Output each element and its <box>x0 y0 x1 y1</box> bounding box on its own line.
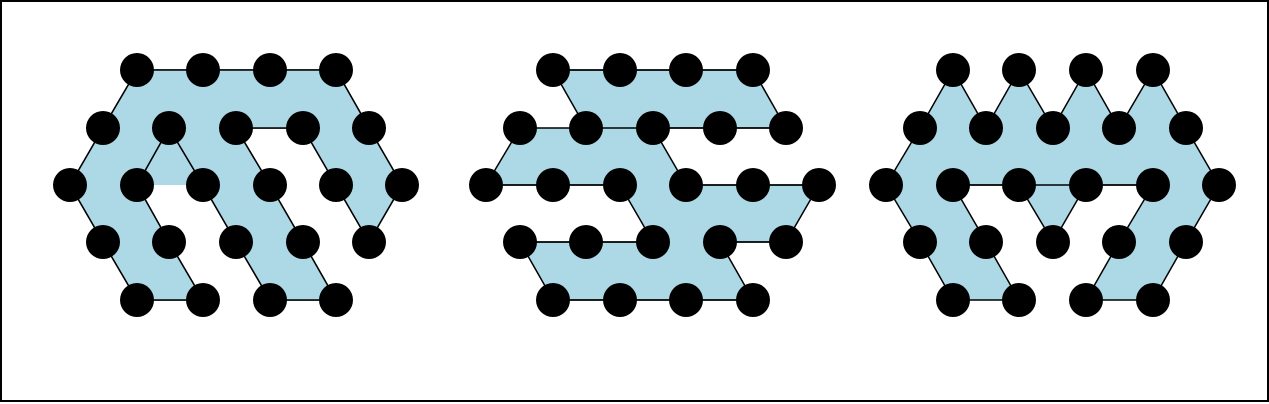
atom-node <box>1136 283 1170 317</box>
atom-node <box>736 53 770 87</box>
atom-node <box>903 225 937 259</box>
atom-node <box>385 168 419 202</box>
atom-node <box>1202 168 1236 202</box>
atom-node <box>703 225 737 259</box>
atom-node <box>1069 283 1103 317</box>
atom-node <box>120 283 154 317</box>
atom-node <box>1136 168 1170 202</box>
atom-node <box>536 53 570 87</box>
atom-node <box>286 111 320 145</box>
atom-node <box>1102 111 1136 145</box>
atom-node <box>219 225 253 259</box>
atom-node <box>936 168 970 202</box>
atom-node <box>603 283 637 317</box>
atom-node <box>1069 168 1103 202</box>
atom-node <box>736 283 770 317</box>
atom-node <box>769 111 803 145</box>
atom-node <box>1069 53 1103 87</box>
atom-node <box>936 283 970 317</box>
atom-node <box>736 168 770 202</box>
atom-node <box>152 111 186 145</box>
atom-node <box>603 53 637 87</box>
atom-node <box>669 283 703 317</box>
atom-node <box>569 225 603 259</box>
atom-node <box>969 225 1003 259</box>
atom-node <box>669 168 703 202</box>
atom-node <box>536 168 570 202</box>
atom-node <box>802 168 836 202</box>
atom-node <box>53 168 87 202</box>
atom-node <box>1036 111 1070 145</box>
atom-node <box>1169 111 1203 145</box>
atom-node <box>936 53 970 87</box>
atom-node <box>319 283 353 317</box>
atom-node <box>86 111 120 145</box>
atom-node <box>352 225 386 259</box>
atom-node <box>219 111 253 145</box>
atom-node <box>1002 53 1036 87</box>
atom-node <box>120 53 154 87</box>
atom-node <box>636 225 670 259</box>
atom-node <box>186 168 220 202</box>
atom-node <box>636 111 670 145</box>
atom-node <box>669 53 703 87</box>
atom-node <box>86 225 120 259</box>
atom-node <box>703 111 737 145</box>
atom-node <box>319 53 353 87</box>
atom-node <box>1002 283 1036 317</box>
atom-node <box>1169 225 1203 259</box>
atom-node <box>186 283 220 317</box>
atom-node <box>319 168 353 202</box>
atom-node <box>503 225 537 259</box>
atom-node <box>1002 168 1036 202</box>
atom-node <box>769 225 803 259</box>
atom-node <box>536 283 570 317</box>
atom-node <box>569 111 603 145</box>
atom-node <box>903 111 937 145</box>
atom-node <box>120 168 154 202</box>
atom-node <box>286 225 320 259</box>
atom-node <box>869 168 903 202</box>
atom-node <box>969 111 1003 145</box>
atom-node <box>152 225 186 259</box>
atom-node <box>253 283 287 317</box>
atom-node <box>186 53 220 87</box>
atom-node <box>469 168 503 202</box>
atom-node <box>253 168 287 202</box>
atom-node <box>503 111 537 145</box>
atom-node <box>352 111 386 145</box>
atom-node <box>253 53 287 87</box>
atom-node <box>1102 225 1136 259</box>
atom-node <box>1036 225 1070 259</box>
atom-node <box>603 168 637 202</box>
atom-node <box>1136 53 1170 87</box>
